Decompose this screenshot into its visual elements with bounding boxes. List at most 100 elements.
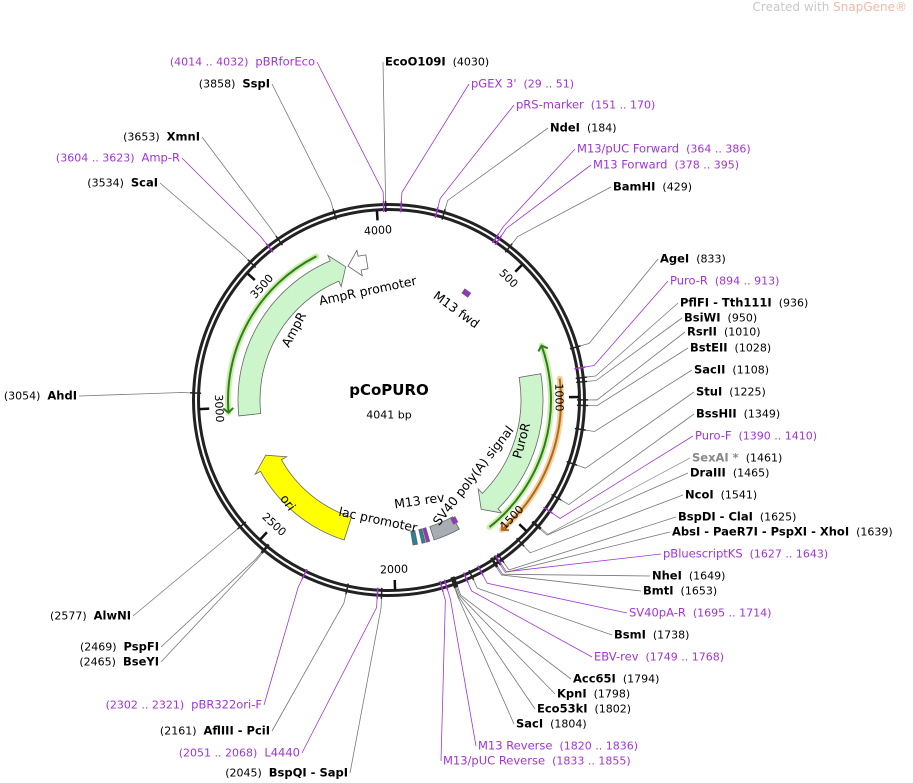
site-label-ecoo109i[interactable]: EcoO109I(4030) xyxy=(385,55,489,70)
site-label-eco53ki[interactable]: Eco53kI (1802) xyxy=(537,702,631,717)
site-label-sexai-[interactable]: SexAI *(1461) xyxy=(692,451,782,466)
site-label-scai[interactable]: (3534)ScaI xyxy=(87,176,158,191)
feature-sv40-polya[interactable] xyxy=(429,516,460,541)
site-name: M13/pUC Forward xyxy=(577,141,680,156)
site-label-xmni[interactable]: (3653)XmnI xyxy=(123,130,200,145)
site-label-bsteii[interactable]: BstEII(1028) xyxy=(690,341,771,356)
primer-label-m13-puc-forward[interactable]: M13/pUC Forward(364 .. 386) xyxy=(577,142,751,157)
site-mark xyxy=(247,259,257,268)
puro-primer-track[interactable] xyxy=(501,378,562,531)
primer-label-m13-puc-reverse[interactable]: M13/pUC Reverse(1833 .. 1855) xyxy=(443,754,631,769)
ampr-track-arrowhead xyxy=(222,407,234,415)
site-label-bseyi[interactable]: (2465)BseYI xyxy=(79,655,159,670)
site-label-sspi[interactable]: (3858)SspI xyxy=(199,77,270,92)
site-mark xyxy=(494,554,502,565)
primer-label-m13-forward[interactable]: M13 Forward(378 .. 395) xyxy=(593,158,739,173)
site-name: pBR322ori-F xyxy=(191,697,262,712)
site-position: (3534) xyxy=(87,176,124,190)
feature-ampr-promoter[interactable] xyxy=(347,249,369,277)
site-label-ahdi[interactable]: (3054)AhdI xyxy=(4,389,77,404)
site-label-alwni[interactable]: (2577)AlwNI xyxy=(50,609,131,624)
site-position: (2051 .. 2068) xyxy=(178,746,258,760)
primer-label-pbrforeco[interactable]: (4014 .. 4032)pBRforEco xyxy=(170,55,315,70)
site-mark xyxy=(566,460,578,466)
feature-ori[interactable] xyxy=(254,454,352,541)
plasmid-size: 4041 bp xyxy=(366,408,412,422)
leader-line xyxy=(301,597,378,754)
site-label-bsiwi[interactable]: BsiWI(950) xyxy=(684,311,757,326)
feature-lac-promoter-box[interactable] xyxy=(410,530,418,546)
ring-tick xyxy=(375,210,379,221)
feature-ampr[interactable] xyxy=(237,254,347,417)
site-label-afliii-pcii[interactable]: (2161)AflIII - PciI xyxy=(160,724,270,739)
site-label-bspqi-sapi[interactable]: (2045)BspQI - SapI xyxy=(225,766,348,781)
primer-label-puro-f[interactable]: Puro-F(1390 .. 1410) xyxy=(695,429,817,444)
feature-m13-rev[interactable] xyxy=(422,527,431,543)
site-name: StuI xyxy=(696,384,723,399)
site-position: (1749 .. 1768) xyxy=(645,650,725,664)
leader-line xyxy=(456,585,572,680)
feature-puror[interactable] xyxy=(477,373,544,514)
site-label-bamhi[interactable]: BamHI(429) xyxy=(613,180,692,195)
ring-tick xyxy=(518,523,528,533)
site-position: (1461) xyxy=(745,451,783,465)
site-marks xyxy=(190,201,589,599)
puror-track[interactable] xyxy=(488,345,552,528)
primer-label-ebv-rev[interactable]: EBV-rev(1749 .. 1768) xyxy=(594,650,724,665)
feature-primer-mark[interactable] xyxy=(450,516,459,525)
leader-line xyxy=(575,391,695,469)
primer-label-l4440[interactable]: (2051 .. 2068)L4440 xyxy=(179,746,300,761)
site-label-nhei[interactable]: NheI(1649) xyxy=(652,569,725,584)
leader-line xyxy=(539,472,689,536)
site-label-kpni[interactable]: KpnI(1798) xyxy=(557,687,630,702)
feature-m13-fwd[interactable] xyxy=(461,288,472,298)
site-label-acc65i[interactable]: Acc65I(1794) xyxy=(573,672,659,687)
leader-line xyxy=(500,553,662,573)
primer-label-puro-r[interactable]: Puro-R(894 .. 913) xyxy=(670,274,779,289)
site-label-agei[interactable]: AgeI(833) xyxy=(660,252,726,267)
leader-line xyxy=(551,435,694,519)
site-label-bmti[interactable]: BmtI(1653) xyxy=(643,584,717,599)
site-label-bspdi-clai[interactable]: BspDI - ClaI(1625) xyxy=(678,510,796,525)
primer-label-sv40pa-r[interactable]: SV40pA-R(1695 .. 1714) xyxy=(629,606,771,621)
plasmid-name: pCoPURO xyxy=(349,381,429,399)
site-label-rsrii[interactable]: RsrII(1010) xyxy=(687,325,761,340)
site-label-saci[interactable]: SacI(1804) xyxy=(516,717,587,732)
site-position: (1802) xyxy=(594,702,632,716)
primer-label-prs-marker[interactable]: pRS-marker(151 .. 170) xyxy=(516,98,655,113)
site-label-bsmi[interactable]: BsmI(1738) xyxy=(614,628,689,643)
primer-label-m13-reverse[interactable]: M13 Reverse(1820 .. 1836) xyxy=(478,739,638,754)
site-label-sacii[interactable]: SacII(1108) xyxy=(694,363,769,378)
leader-line xyxy=(502,516,677,571)
feature-cap-site[interactable] xyxy=(418,528,426,544)
primer-label-pbluescriptks[interactable]: pBluescriptKS(1627 .. 1643) xyxy=(663,547,828,562)
site-mark xyxy=(576,380,588,384)
site-label-ndei[interactable]: NdeI(184) xyxy=(550,121,617,136)
ampr-track[interactable] xyxy=(227,255,317,413)
site-label-stui[interactable]: StuI(1225) xyxy=(696,385,766,400)
leader-line xyxy=(440,590,446,762)
leader-line xyxy=(160,551,263,648)
site-label-draiii[interactable]: DraIII(1465) xyxy=(690,466,769,481)
site-name: BssHII xyxy=(696,406,737,421)
site-name: Eco53kI xyxy=(537,701,588,716)
site-mark xyxy=(439,580,444,592)
site-label-pspfi[interactable]: (2469)PspFI xyxy=(80,640,159,655)
primer-label-pgex-3-[interactable]: pGEX 3'(29 .. 51) xyxy=(471,77,574,92)
primer-label-amp-r[interactable]: (3604 .. 3623)Amp-R xyxy=(56,151,180,166)
site-position: (1798) xyxy=(593,687,631,701)
leader-line xyxy=(523,494,684,554)
site-label-pflfi-tth111i[interactable]: PflFI - Tth111I(936) xyxy=(680,296,808,311)
site-name: AlwNI xyxy=(93,608,131,623)
site-label-absi-paer7i-pspxi-xhoi[interactable]: AbsI - PaeR7I - PspXI - XhoI(1639) xyxy=(672,525,893,540)
primer-label-pbr322ori-f[interactable]: (2302 .. 2321)pBR322ori-F xyxy=(106,698,262,713)
ring-tick-label: 3000 xyxy=(212,393,227,423)
site-label-ncoi[interactable]: NcoI(1541) xyxy=(685,488,757,503)
puror-track-arrowhead xyxy=(537,344,549,352)
site-label-bsshii[interactable]: BssHII(1349) xyxy=(696,407,780,422)
site-position: (1804) xyxy=(550,717,587,731)
site-name: pGEX 3' xyxy=(471,76,517,91)
site-name: AflIII - PciI xyxy=(203,723,270,738)
leader-line xyxy=(467,581,593,658)
leader-line xyxy=(496,565,651,577)
